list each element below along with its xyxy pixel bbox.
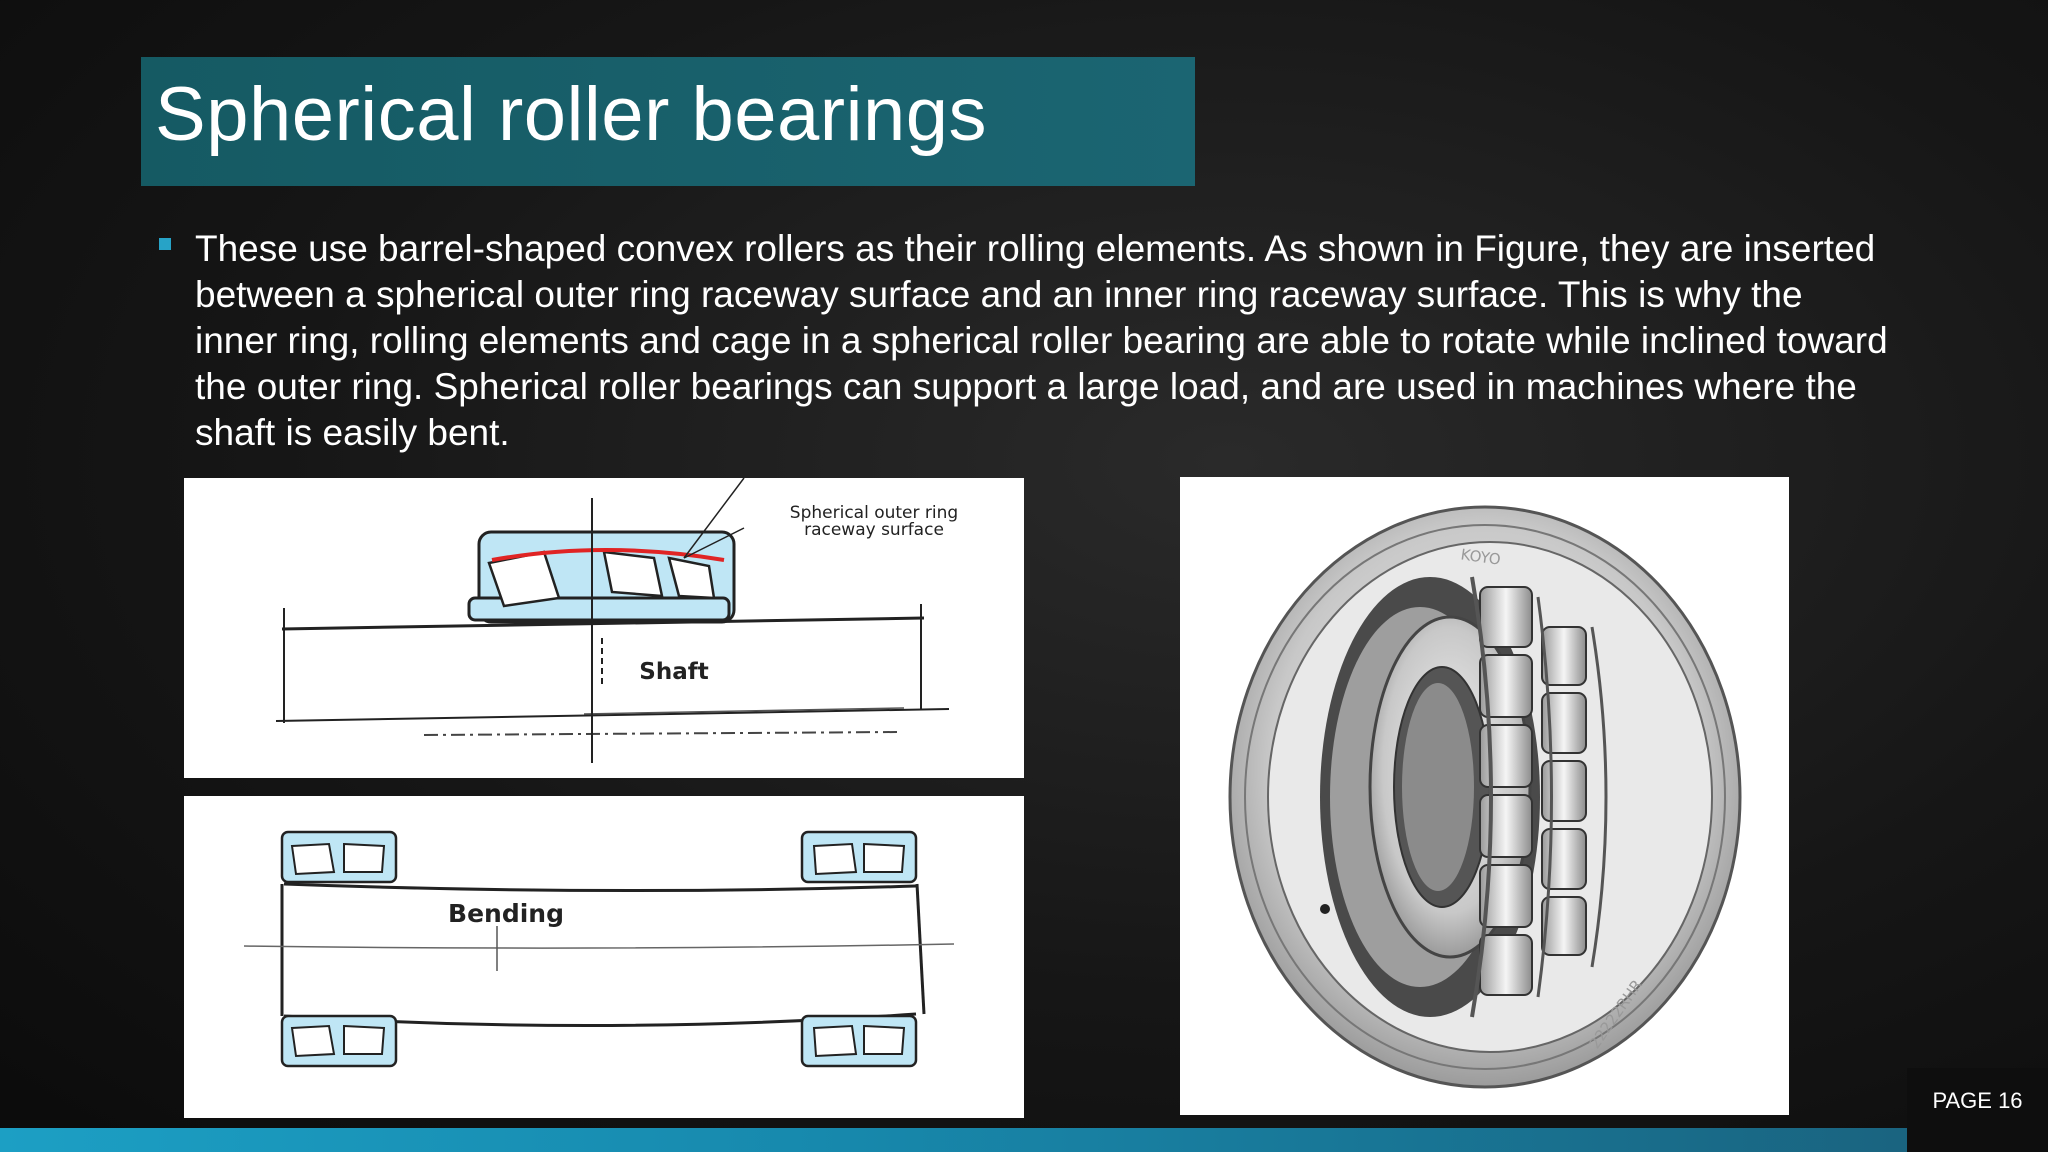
shaft-diagram-svg: Spherical outer ring raceway surface Sha… [275, 478, 958, 763]
bending-diagram: Bending [184, 796, 1024, 1118]
callout-line-2: raceway surface [804, 520, 944, 540]
bending-diagram-svg: Bending [243, 830, 955, 1068]
callout-line-1: Spherical outer ring [790, 503, 958, 523]
bullet-square-icon [159, 238, 171, 250]
bottom-accent-bar [0, 1128, 2048, 1152]
shaft-label: Shaft [639, 659, 708, 685]
title-bar: Spherical roller bearings [141, 57, 1195, 186]
page-number: PAGE 16 [1932, 1088, 2023, 1113]
slide-title: Spherical roller bearings [155, 72, 988, 157]
bullet-text: These use barrel-shaped convex rollers a… [195, 228, 1888, 453]
brand-mark-top: KOYO [1460, 545, 1502, 568]
bending-label: Bending [448, 899, 564, 928]
shaft-diagram: Spherical outer ring raceway surface Sha… [184, 478, 1024, 778]
bearing-photo: KOYO 22222RHR [1180, 477, 1789, 1115]
page-number-box: PAGE 16 [1907, 1068, 2048, 1152]
bearing-photo-illustration: KOYO 22222RHR [1228, 505, 1742, 1089]
